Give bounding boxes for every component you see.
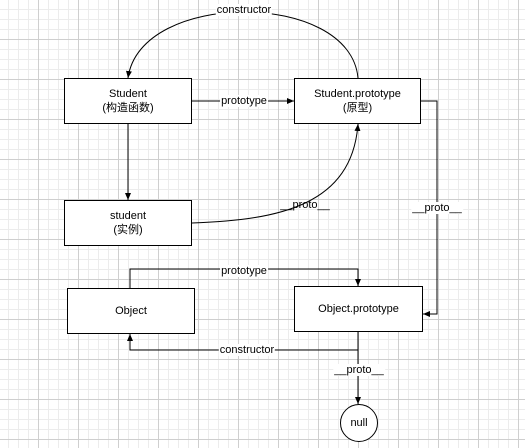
label-constructor-object: constructor (218, 344, 276, 356)
object-prototype-title: Object.prototype (318, 303, 399, 315)
label-proto-student-proto: __proto__ (411, 202, 463, 214)
object-prototype-node: Object.prototype (294, 286, 423, 332)
label-prototype-student: prototype (220, 95, 268, 107)
edge-constructor-top (125, 11, 359, 79)
object-constructor-node: Object (67, 288, 195, 334)
student-constructor-subtitle: (构造函数) (102, 102, 154, 114)
label-proto-instance: __proto__ (280, 199, 330, 211)
student-prototype-title: Student.prototype (314, 88, 401, 100)
null-label: null (350, 417, 368, 429)
student-constructor-node: Student (构造函数) (64, 78, 192, 124)
label-constructor-top: constructor (215, 4, 273, 16)
student-instance-title: student (109, 210, 147, 222)
null-node: null (340, 404, 378, 442)
student-prototype-node: Student.prototype (原型) (294, 78, 421, 124)
student-prototype-subtitle: (原型) (342, 102, 373, 114)
student-instance-node: student (实例) (64, 200, 192, 246)
label-prototype-object: prototype (220, 265, 268, 277)
student-instance-subtitle: (实例) (113, 224, 143, 236)
edge-proto-instance (191, 123, 361, 224)
label-proto-object-proto: __proto__ (333, 364, 385, 376)
object-constructor-title: Object (115, 305, 147, 317)
student-constructor-title: Student (109, 88, 147, 100)
